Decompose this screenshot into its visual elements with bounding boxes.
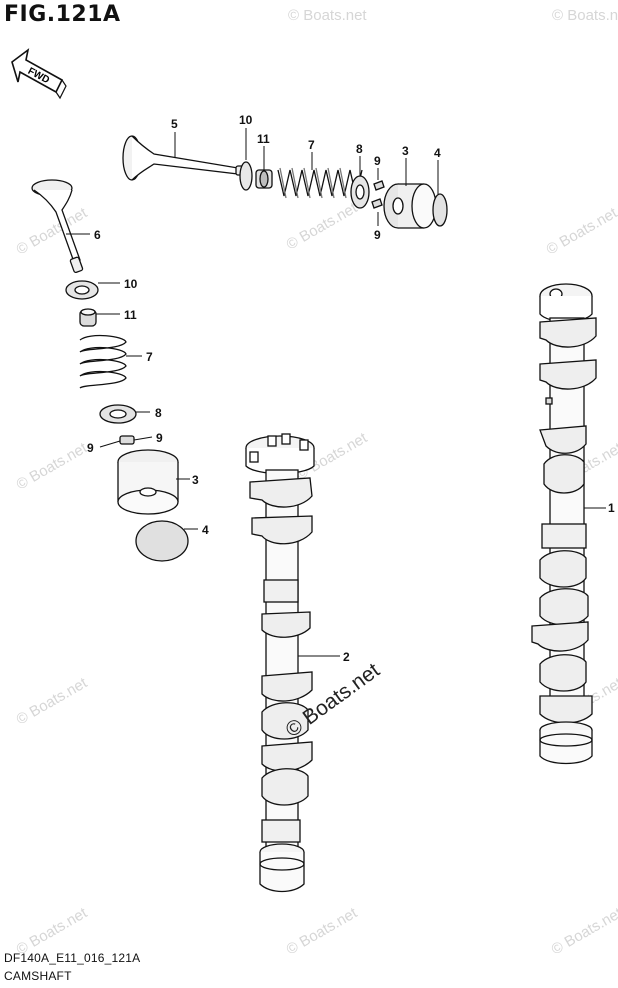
valve-part-5 xyxy=(122,135,251,181)
seal-part-11 xyxy=(255,169,273,189)
callout-8: 8 xyxy=(356,142,363,156)
spring-part-7 xyxy=(277,167,363,199)
figure-title: FIG.121A xyxy=(4,2,121,27)
seat-part-8 xyxy=(99,404,137,424)
watermarks: © Boats.net © Boats.net © Boats.net © Bo… xyxy=(14,7,618,958)
watermark-text: © Boats.net xyxy=(14,439,91,493)
callout-11: 11 xyxy=(257,132,270,146)
retainer-part-10 xyxy=(239,161,253,191)
camshaft-callouts xyxy=(298,507,606,657)
callout-5: 5 xyxy=(171,117,178,131)
seal-part-11 xyxy=(79,308,97,327)
watermark-text: © Boats.net xyxy=(284,199,361,253)
callout-1: 1 xyxy=(608,501,615,515)
watermark-text: © Boats.net xyxy=(288,7,367,24)
camshaft-part-2 xyxy=(245,433,315,893)
callout-9: 9 xyxy=(374,228,381,242)
callout-10: 10 xyxy=(239,113,253,127)
camshaft-part-1 xyxy=(531,283,597,765)
watermark-text: © Boats.net xyxy=(14,674,91,728)
tappet-part-3 xyxy=(117,449,179,515)
callout-9: 9 xyxy=(156,431,163,445)
callout-11: 11 xyxy=(124,308,137,322)
callout-7: 7 xyxy=(146,350,153,364)
shim-part-4 xyxy=(432,193,448,227)
callout-9: 9 xyxy=(374,154,381,168)
watermark-text: © Boats.net xyxy=(284,904,361,958)
left-callouts xyxy=(66,233,198,530)
top-valve-assembly xyxy=(122,135,448,229)
figure-name: CAMSHAFT xyxy=(4,969,72,983)
callout-3: 3 xyxy=(402,144,409,158)
callout-9: 9 xyxy=(87,441,94,455)
tappet-part-3 xyxy=(383,183,437,229)
callout-7: 7 xyxy=(308,138,315,152)
callout-3: 3 xyxy=(192,473,199,487)
spring-part-7 xyxy=(79,334,127,389)
callout-10: 10 xyxy=(124,277,138,291)
watermark-text: © Boats.net xyxy=(552,7,618,24)
left-valve-assembly xyxy=(31,179,189,562)
top-callouts xyxy=(174,128,439,226)
callout-2: 2 xyxy=(343,650,350,664)
callout-4: 4 xyxy=(202,523,209,537)
callout-6: 6 xyxy=(94,228,101,242)
valve-part-6 xyxy=(31,179,84,274)
watermark-text: © Boats.net xyxy=(549,904,618,958)
callout-4: 4 xyxy=(434,146,441,160)
watermark-text: © Boats.net xyxy=(14,204,91,258)
watermark-text: © Boats.net xyxy=(544,204,618,258)
figure-code: DF140A_E11_016_121A xyxy=(4,951,141,965)
keeper-part-9 xyxy=(373,180,385,191)
keeper-part-9 xyxy=(371,198,383,209)
retainer-part-10 xyxy=(65,280,99,300)
callout-8: 8 xyxy=(155,406,162,420)
fwd-arrow-icon: FWD xyxy=(11,48,67,100)
shim-part-4 xyxy=(135,520,189,562)
keeper-part-9 xyxy=(119,435,135,445)
